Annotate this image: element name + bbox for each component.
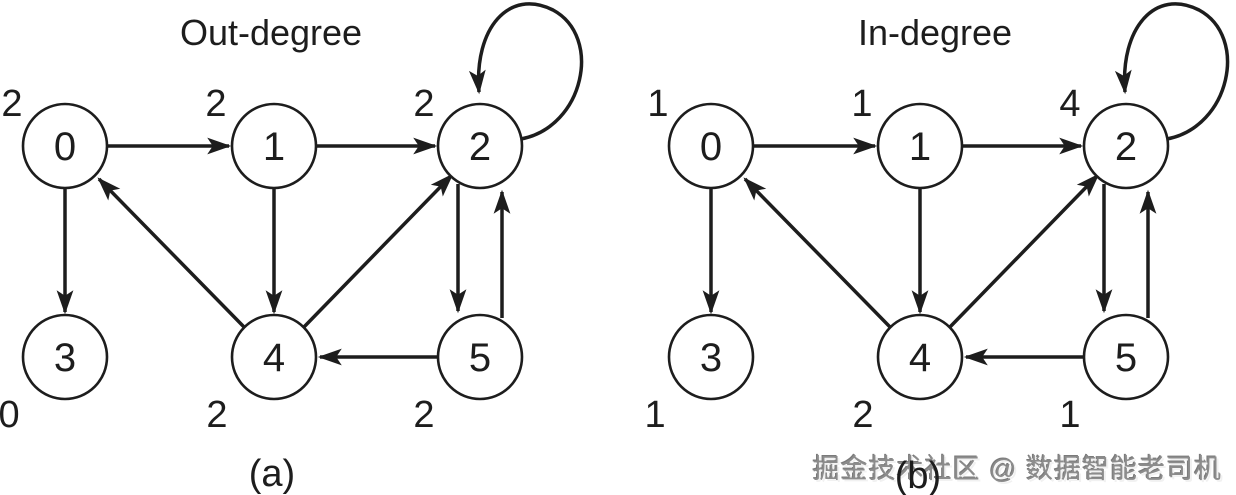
node-label: 1 [263, 125, 285, 169]
degree-label-b-2: 4 [1059, 83, 1080, 125]
edge-a-4-to-0 [97, 177, 247, 330]
degree-label-b-4: 2 [852, 394, 873, 436]
degree-label-a-0: 2 [1, 83, 22, 125]
node-b-3: 3 [667, 313, 755, 401]
edge-a-4-to-2 [301, 173, 454, 330]
node-b-4: 4 [876, 313, 964, 401]
node-circle [1082, 102, 1170, 190]
degree-label-a-3: 0 [0, 394, 20, 436]
node-circle [21, 313, 109, 401]
node-label: 2 [1115, 125, 1137, 169]
node-circle [667, 313, 755, 401]
caption-a: (a) [249, 453, 295, 495]
node-circle [436, 313, 524, 401]
degree-label-b-3: 1 [644, 394, 665, 436]
node-label: 3 [700, 336, 722, 380]
graph-a: 0 1 2 3 4 5 2 2 [0, 2, 584, 436]
degree-label-a-4: 2 [206, 394, 227, 436]
graph-a-title: Out-degree [180, 12, 362, 53]
degree-label-a-2: 2 [413, 83, 434, 125]
node-circle [436, 102, 524, 190]
graph-b-title: In-degree [858, 12, 1012, 53]
node-label: 0 [700, 125, 722, 169]
node-circle [876, 102, 964, 190]
node-circle [876, 313, 964, 401]
edge-b-2-self-loop [1114, 2, 1230, 141]
node-a-5: 5 [436, 313, 524, 401]
edge-b-4-to-2 [947, 173, 1100, 330]
node-a-1: 1 [230, 102, 318, 190]
node-b-1: 1 [876, 102, 964, 190]
degree-label-b-5: 1 [1059, 394, 1080, 436]
node-label: 2 [469, 125, 491, 169]
node-label: 5 [1115, 336, 1137, 380]
degree-label-a-5: 2 [413, 394, 434, 436]
node-circle [21, 102, 109, 190]
caption-b: (b) [895, 455, 941, 495]
node-a-0: 0 [21, 102, 109, 190]
edge-b-4-to-0 [743, 177, 893, 330]
degree-label-a-1: 2 [205, 83, 226, 125]
node-circle [230, 313, 318, 401]
node-circle [667, 102, 755, 190]
node-circle [1082, 313, 1170, 401]
node-b-5: 5 [1082, 313, 1170, 401]
node-circle [230, 102, 318, 190]
node-a-2: 2 [436, 102, 524, 190]
node-label: 0 [54, 125, 76, 169]
edge-a-2-self-loop [468, 2, 584, 141]
node-label: 5 [469, 336, 491, 380]
node-a-3: 3 [21, 313, 109, 401]
degree-label-b-1: 1 [851, 83, 872, 125]
watermark-text: 掘金技术社区 @ 数据智能老司机 [812, 454, 1222, 484]
node-label: 3 [54, 336, 76, 380]
node-b-0: 0 [667, 102, 755, 190]
node-a-4: 4 [230, 313, 318, 401]
node-b-2: 2 [1082, 102, 1170, 190]
node-label: 1 [909, 125, 931, 169]
degree-label-b-0: 1 [647, 83, 668, 125]
graph-b: 0 1 2 3 4 5 1 1 [644, 2, 1230, 436]
node-label: 4 [909, 336, 931, 380]
node-label: 4 [263, 336, 285, 380]
